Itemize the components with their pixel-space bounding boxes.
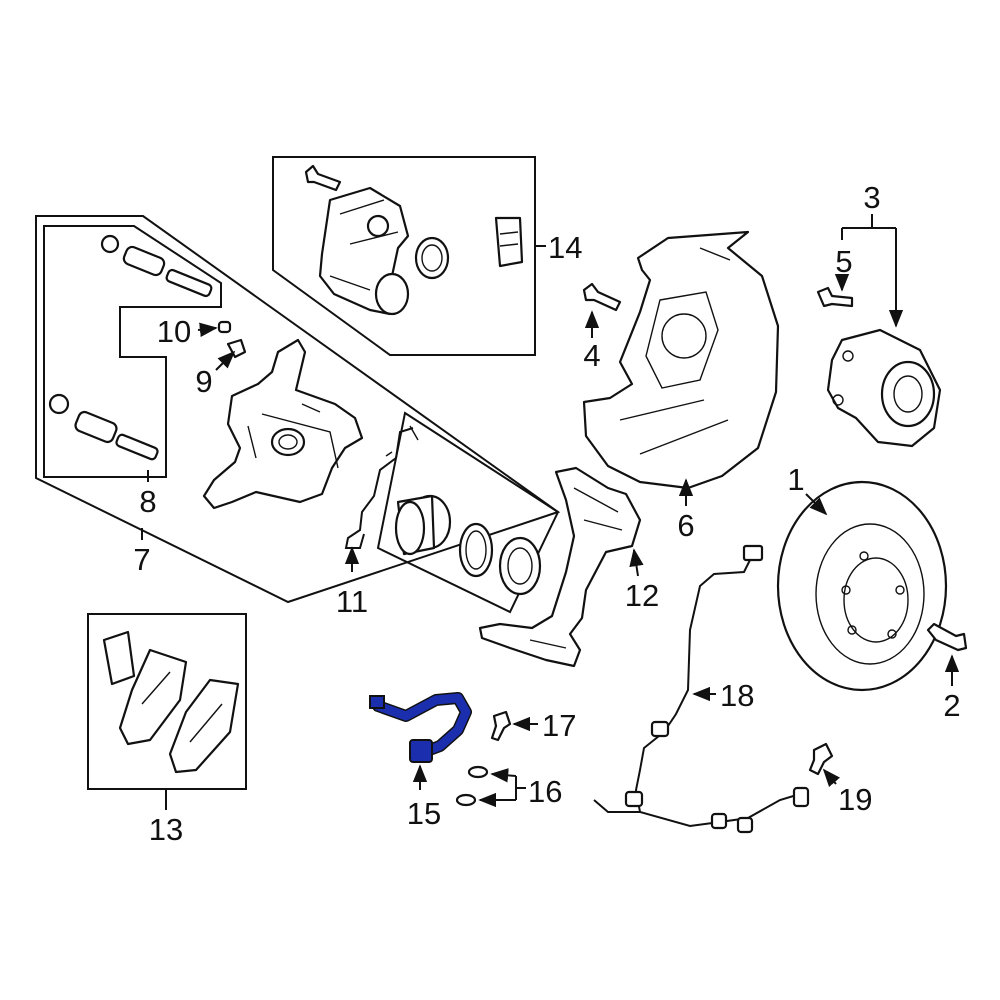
caliper-piston <box>394 494 452 556</box>
callout-5: 5 <box>835 244 852 279</box>
callout-4: 4 <box>583 338 600 373</box>
hub-assembly <box>826 328 942 448</box>
guide-pin-parts-lower <box>48 393 159 461</box>
callout-1: 1 <box>787 462 804 497</box>
callout-10: 10 <box>157 314 191 349</box>
actuator-motor <box>318 186 410 316</box>
rotor-screw-2 <box>926 622 968 652</box>
washer-lower <box>455 793 477 807</box>
callout-2: 2 <box>943 688 960 723</box>
callout-9: 9 <box>195 364 212 399</box>
guide-pin-parts-upper <box>100 234 213 298</box>
caliper-housing <box>202 338 364 510</box>
pad-kit-frame <box>87 613 247 790</box>
callout-11: 11 <box>336 584 368 619</box>
pad-shim <box>102 630 136 686</box>
abs-sensor-harness <box>593 544 810 834</box>
washer-upper <box>467 765 489 779</box>
callout-18: 18 <box>720 678 754 713</box>
bleeder-cap <box>217 320 232 334</box>
brake-rotor <box>776 480 948 692</box>
callout-12: 12 <box>625 578 659 613</box>
callout-8: 8 <box>139 484 156 519</box>
brake-pad-inner <box>118 648 188 746</box>
callout-15: 15 <box>407 796 441 831</box>
callout-7: 7 <box>133 542 150 577</box>
piston-seal <box>458 522 494 578</box>
callout-13: 13 <box>149 812 183 847</box>
piston-subframe <box>376 411 560 614</box>
callout-17: 17 <box>542 708 576 743</box>
piston-boot <box>498 536 542 596</box>
callout-19: 19 <box>838 782 872 817</box>
caliper-bracket <box>478 466 642 668</box>
brake-hose <box>369 692 472 763</box>
callout-3: 3 <box>863 180 880 215</box>
brake-pad-outer <box>168 678 240 774</box>
actuator-bolt <box>304 164 342 192</box>
leader-lines <box>141 214 960 810</box>
actuator-gasket <box>494 216 524 268</box>
bolt-17 <box>490 710 512 742</box>
actuator-kit-frame <box>272 156 536 356</box>
dust-shield <box>582 230 780 490</box>
mounting-bolt-4 <box>582 282 622 312</box>
bolt-19 <box>808 742 834 776</box>
callout-6: 6 <box>677 508 694 543</box>
callout-14: 14 <box>548 230 582 265</box>
callout-16: 16 <box>528 774 562 809</box>
wheel-stud-5 <box>816 286 854 308</box>
actuator-o-ring <box>414 236 450 280</box>
caliper-group-frame <box>35 215 561 604</box>
callout-labels: 1 2 3 4 5 6 7 8 9 10 11 12 13 14 15 16 1… <box>133 180 960 847</box>
